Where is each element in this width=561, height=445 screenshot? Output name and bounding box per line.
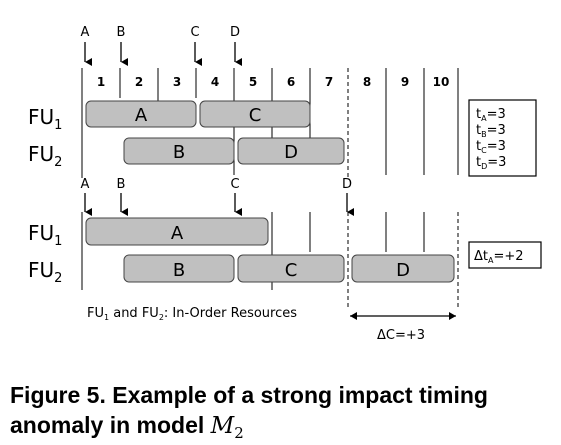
- col-4: 4: [211, 75, 219, 89]
- block-a-top: [85, 100, 197, 128]
- block-b-bottom: [123, 254, 235, 283]
- top-unit-labels: FU1 FU2: [28, 105, 62, 170]
- caption-line-1: Figure 5. Example of a strong impact tim…: [10, 382, 488, 408]
- col-5: 5: [249, 75, 257, 89]
- arrow-label-c: C: [190, 25, 199, 40]
- col-10: 10: [433, 75, 450, 89]
- unit-label-fu1-bottom: FU1: [28, 221, 62, 249]
- arrow2-label-c: C: [230, 177, 239, 192]
- unit-label-fu2-bottom: FU2: [28, 258, 62, 286]
- caption-line-2: anomaly in model M2: [10, 412, 244, 442]
- arrow-label-a: A: [81, 25, 90, 40]
- block-a-bottom: [85, 217, 269, 246]
- block-d-bottom: [351, 254, 455, 283]
- top-arrows: A B C D: [81, 25, 242, 66]
- bottom-unit-labels: FU1 FU2: [28, 221, 62, 286]
- col-8: 8: [363, 75, 371, 89]
- block-d-top-label: D: [284, 142, 298, 163]
- timing-d: tD=3: [476, 155, 506, 171]
- block-a-top-label: A: [135, 105, 148, 126]
- block-b-top-label: B: [173, 142, 185, 163]
- top-blocks: A C B D: [85, 100, 345, 165]
- timing-box: tA=3 tB=3 tC=3 tD=3: [468, 99, 537, 177]
- figure-caption: Figure 5. Example of a strong impact tim…: [10, 382, 488, 442]
- block-d-top: [237, 137, 345, 165]
- block-b-bottom-label: B: [173, 260, 185, 281]
- block-b-top: [123, 137, 235, 165]
- arrow2-label-a: A: [81, 177, 90, 192]
- unit-label-fu2-top: FU2: [28, 142, 62, 170]
- col-9: 9: [401, 75, 409, 89]
- delta-ta: ΔtA=+2: [474, 249, 524, 265]
- col-3: 3: [173, 75, 181, 89]
- top-grid: [81, 68, 459, 178]
- col-1: 1: [97, 75, 105, 89]
- arrow2-label-d: D: [342, 177, 352, 192]
- timing-a: tA=3: [476, 107, 506, 123]
- column-numbers: 1 2 3 4 5 6 7 8 9 10: [97, 75, 450, 89]
- col-6: 6: [287, 75, 295, 89]
- unit-label-fu1-top: FU1: [28, 105, 62, 133]
- delta-c-label: ΔC=+3: [377, 328, 425, 343]
- block-c-bottom-label: C: [285, 260, 298, 281]
- block-d-bottom-label: D: [396, 260, 410, 281]
- delta-box: ΔtA=+2: [468, 241, 542, 269]
- col-2: 2: [135, 75, 143, 89]
- arrow-label-d: D: [230, 25, 240, 40]
- block-c-top: [199, 100, 311, 128]
- arrow-label-b: B: [117, 25, 126, 40]
- delta-c-indicator: ΔC=+3: [350, 312, 456, 343]
- arrow2-label-b: B: [117, 177, 126, 192]
- timing-b: tB=3: [476, 123, 506, 139]
- timing-c: tC=3: [476, 139, 506, 155]
- block-a-bottom-label: A: [171, 223, 184, 244]
- block-c-bottom: [237, 254, 345, 283]
- block-c-top-label: C: [249, 105, 262, 126]
- bottom-arrows: A B C D: [81, 177, 354, 216]
- bottom-blocks: A B C D: [85, 217, 455, 283]
- col-7: 7: [325, 75, 333, 89]
- resources-note: FU1 and FU2: In-Order Resources: [87, 306, 297, 322]
